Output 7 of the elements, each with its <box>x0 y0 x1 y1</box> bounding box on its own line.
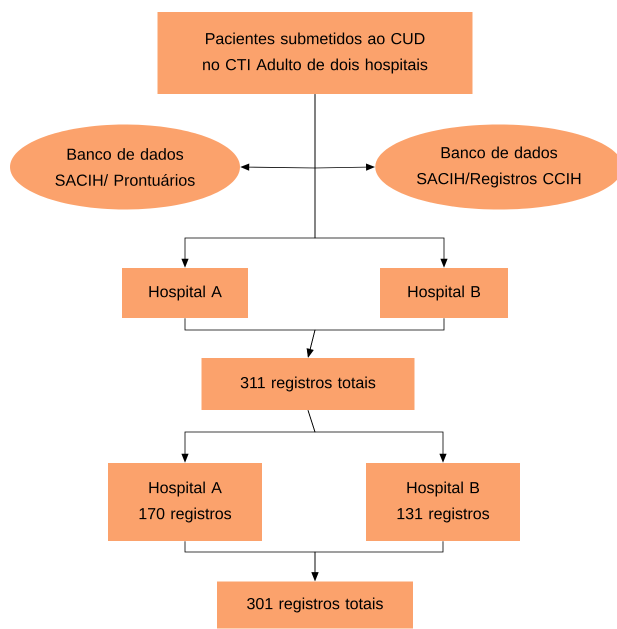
process-box: Hospital A <box>122 268 248 318</box>
process-box: 311 registros totais <box>202 358 414 410</box>
process-box: Hospital B 131 registros <box>366 463 520 541</box>
process-box: Pacientes submetidos ao CUD no CTI Adulto de dois hospitais <box>158 12 472 94</box>
process-box: 301 registros totais <box>217 582 413 628</box>
process-box: Hospital A 170 registros <box>108 463 262 541</box>
process-box: Hospital B <box>380 268 508 318</box>
